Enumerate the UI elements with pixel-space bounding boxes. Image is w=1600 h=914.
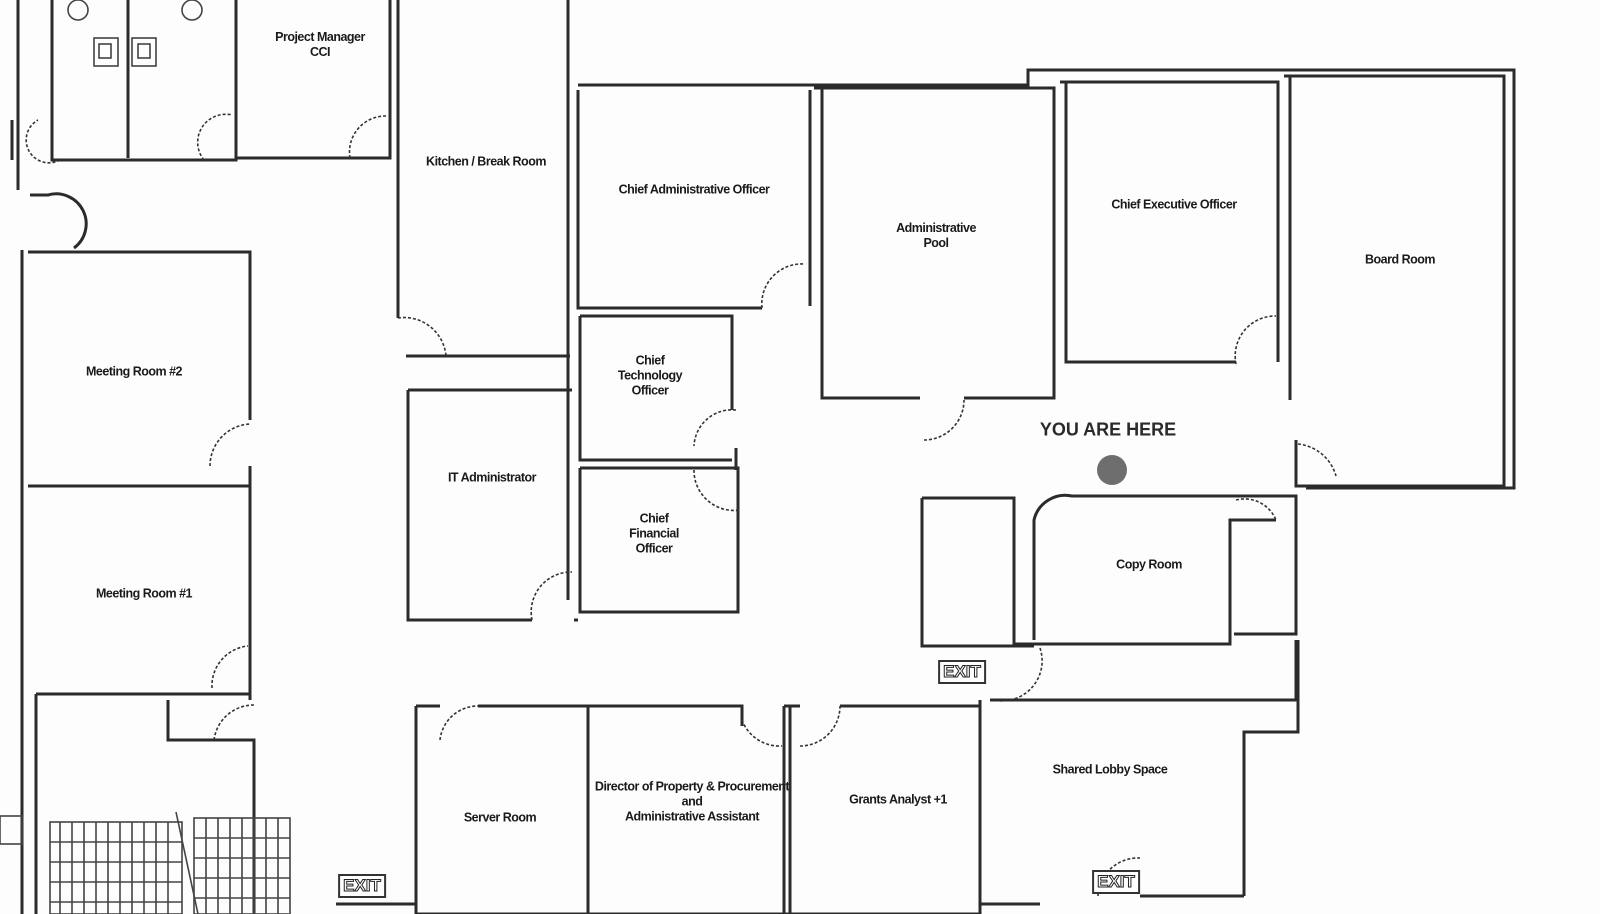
room-label-board-room: Board Room: [1365, 252, 1436, 267]
room-label-it-admin: IT Administrator: [447, 470, 537, 485]
project-manager-walls: [234, 0, 392, 160]
it-admin-walls: [406, 388, 578, 622]
restroom-walls: [25, 0, 238, 164]
room-label-kitchen: Kitchen / Break Room: [426, 154, 546, 169]
cao-walls: [576, 90, 812, 310]
room-label-project-manager: Project Manager CCI: [275, 30, 365, 59]
cto-cfo-walls: [578, 314, 740, 614]
meeting-room-walls: [28, 250, 256, 914]
room-label-grants-analyst: Grants Analyst +1: [849, 792, 947, 807]
admin-pool-walls: [814, 86, 1056, 400]
exit-sign: EXIT: [338, 874, 386, 898]
stairs: [0, 811, 291, 914]
room-label-lobby: Shared Lobby Space: [1052, 762, 1168, 777]
ceo-walls: [1060, 80, 1280, 364]
room-label-meeting-room-1: Meeting Room #1: [96, 586, 193, 601]
room-label-meeting-room-2: Meeting Room #2: [86, 364, 183, 379]
room-label-admin-pool: Administrative Pool: [896, 221, 976, 250]
room-label-cto: Chief Technology Officer: [617, 353, 683, 398]
board-room-walls: [1284, 74, 1506, 488]
exit-sign: EXIT: [1092, 870, 1140, 894]
room-label-copy-room: Copy Room: [1116, 557, 1182, 572]
copy-room-walls: [920, 493, 1298, 648]
room-label-property-director: Director of Property & Procurement and A…: [594, 779, 790, 824]
room-label-cfo: Chief Financial Officer: [629, 511, 679, 556]
room-label-server-room: Server Room: [463, 810, 537, 825]
room-label-ceo: Chief Executive Officer: [1111, 197, 1237, 212]
lobby-walls: [978, 640, 1300, 914]
you-are-here-marker: [1097, 455, 1127, 485]
bottom-offices-walls: [414, 704, 980, 914]
exit-sign: EXIT: [938, 660, 986, 684]
room-label-cao: Chief Administrative Officer: [618, 182, 770, 197]
you-are-here-label: YOU ARE HERE: [1039, 419, 1177, 440]
